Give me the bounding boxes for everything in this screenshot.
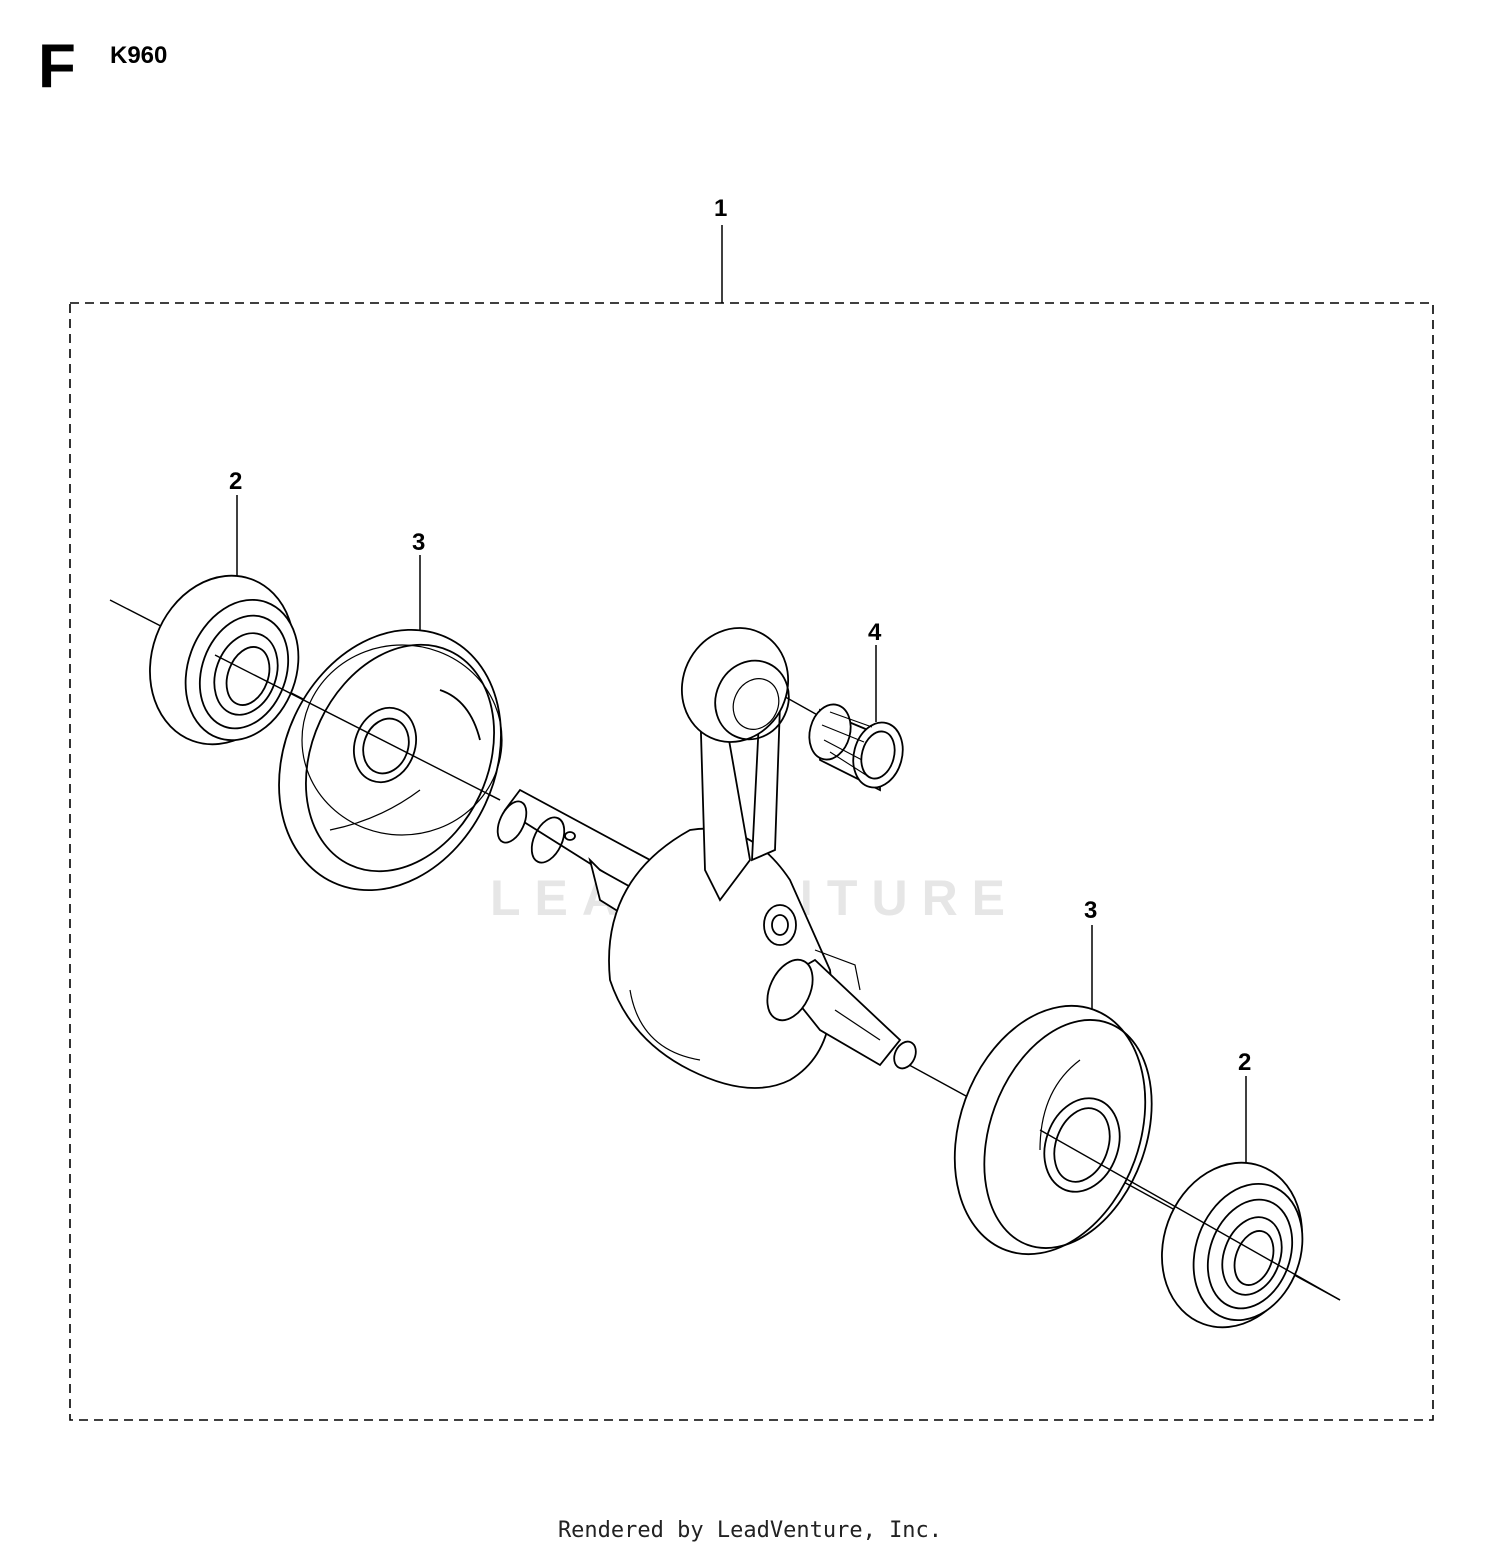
needle-bearing bbox=[808, 703, 904, 792]
seal-right bbox=[953, 1004, 1153, 1256]
callout-seal-left: 3 bbox=[412, 529, 425, 556]
callout-assembly: 1 bbox=[714, 195, 727, 222]
callout-needle-bearing: 4 bbox=[868, 619, 882, 646]
model-label: K960 bbox=[110, 42, 168, 69]
connecting-rod bbox=[680, 627, 790, 902]
crankshaft bbox=[496, 788, 917, 1089]
callout-seal-right: 3 bbox=[1084, 897, 1097, 924]
ball-bearing-right bbox=[1161, 1161, 1304, 1329]
callout-bearing-left: 2 bbox=[229, 468, 242, 495]
ball-bearing-left bbox=[149, 574, 300, 746]
kit-boundary bbox=[69, 302, 1434, 1421]
callout-bearing-right: 2 bbox=[1238, 1049, 1251, 1076]
seal-left bbox=[278, 628, 503, 892]
axis-left-overlay bbox=[214, 654, 501, 801]
axis-right-overlay bbox=[1039, 1129, 1341, 1301]
section-letter: F bbox=[38, 32, 76, 101]
footer-credit: Rendered by LeadVenture, Inc. bbox=[557, 1518, 943, 1543]
